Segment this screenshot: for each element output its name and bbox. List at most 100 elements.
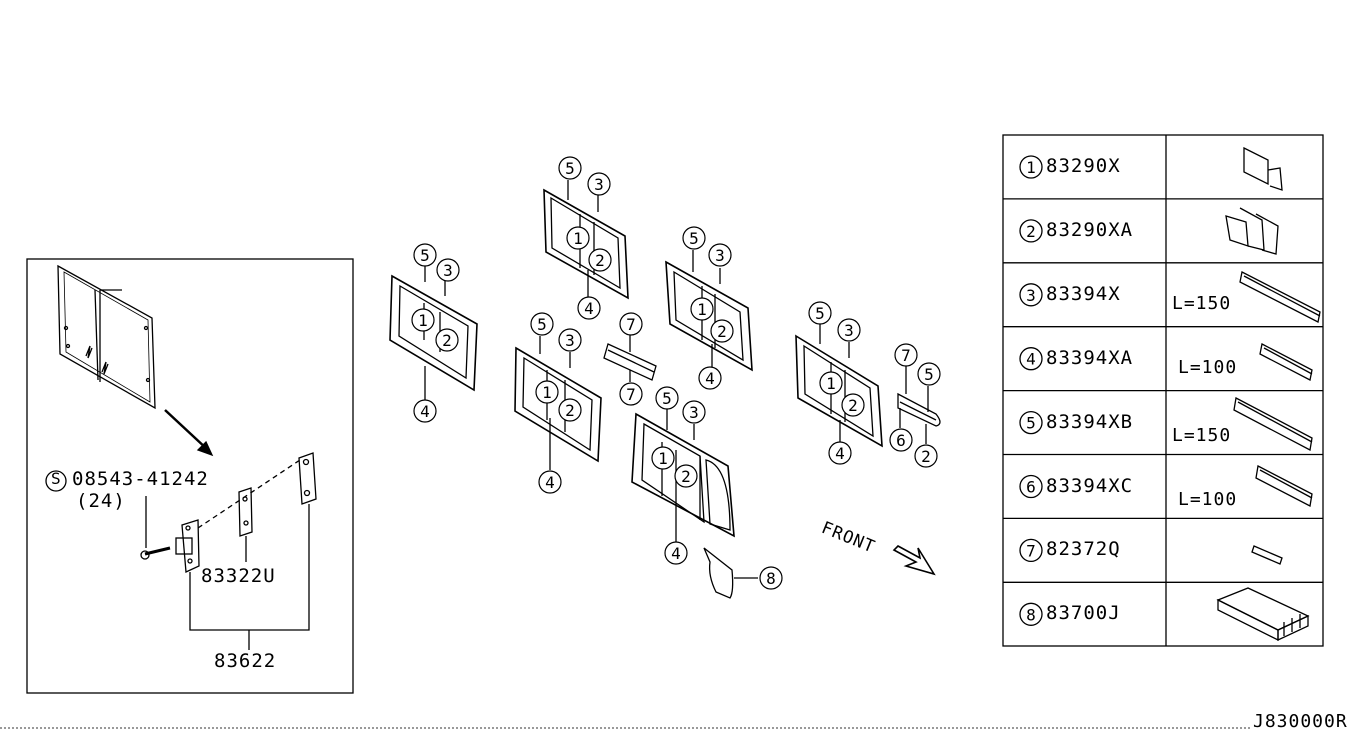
callout-number[interactable]: 1 [697, 300, 707, 319]
callout-number[interactable]: 2 [595, 251, 605, 270]
callout-number[interactable]: 4 [835, 444, 845, 463]
callout-number[interactable]: 7 [901, 346, 911, 365]
callout-circle [819, 371, 843, 395]
right-plate [298, 452, 317, 505]
callout-circle [411, 308, 435, 332]
legend-number-circle [1019, 538, 1043, 563]
callout-number[interactable]: 3 [715, 246, 725, 265]
callout-number[interactable]: 7 [626, 315, 636, 334]
legend-number: 4 [1026, 350, 1036, 369]
callout-number[interactable]: 5 [924, 365, 934, 384]
legend-part-number[interactable]: 82372Q [1046, 538, 1121, 561]
callout-circle [538, 470, 562, 494]
corner-piece-8 [703, 547, 758, 599]
callout-number[interactable]: 8 [766, 569, 776, 588]
callout-number[interactable]: 4 [705, 369, 715, 388]
callout-number[interactable]: 4 [545, 473, 555, 492]
legend-number-circle [1019, 219, 1043, 243]
callout-circle [558, 156, 582, 180]
seal-assembly-c [514, 336, 602, 470]
callout-circle [889, 428, 913, 452]
callout-circle [413, 243, 437, 267]
icon-83290X [1243, 146, 1283, 191]
callout-circle [413, 399, 437, 423]
callout-circle [577, 296, 601, 320]
callout-number[interactable]: 7 [626, 385, 636, 404]
callout-circle [841, 393, 865, 417]
callout-number[interactable]: 2 [848, 396, 858, 415]
callout-number[interactable]: 1 [658, 449, 668, 468]
callout-number[interactable]: 3 [565, 331, 575, 350]
callout-number[interactable]: 2 [681, 467, 691, 486]
callout-number[interactable]: 1 [573, 229, 583, 248]
callout-number[interactable]: 1 [826, 374, 836, 393]
callout-number[interactable]: 5 [537, 315, 547, 334]
legend-length: L=150 [1172, 292, 1232, 314]
icon-83700J [1216, 587, 1310, 642]
callout-number[interactable]: 5 [689, 229, 699, 248]
callout-circle [558, 398, 582, 422]
legend-number: 2 [1026, 222, 1036, 241]
icon-83394XC [1255, 465, 1313, 507]
callout-circle [587, 172, 611, 196]
callout-circle [619, 312, 643, 336]
callout-number[interactable]: 2 [442, 331, 452, 350]
callout-circle [651, 446, 675, 470]
legend-number-circle [1019, 474, 1043, 499]
legend-part-number[interactable]: 83290X [1046, 155, 1121, 177]
assembly-dashed-line [197, 459, 301, 529]
callout-number[interactable]: 3 [689, 403, 699, 422]
legend-part-number[interactable]: 83394XC [1046, 474, 1134, 497]
callout-number[interactable]: 4 [584, 299, 594, 318]
callout-number[interactable]: 5 [420, 246, 430, 265]
legend-part-number[interactable]: 83290XA [1046, 218, 1134, 241]
callout-circle [664, 541, 688, 565]
callout-number[interactable]: 3 [844, 321, 854, 340]
screw-symbol-circle [45, 470, 67, 492]
icon-83394XB [1233, 397, 1313, 451]
callout-number[interactable]: 5 [662, 389, 672, 408]
legend-length: L=150 [1172, 424, 1232, 446]
icon-83394XA [1259, 343, 1313, 381]
callout-number[interactable]: 3 [443, 261, 453, 280]
legend-number: 1 [1026, 158, 1036, 177]
clip-part-number[interactable]: 83322U [201, 565, 276, 587]
callout-circle [674, 464, 698, 488]
screw-quantity: (24) [76, 490, 126, 512]
seal-assembly-a [389, 266, 478, 400]
screw-part-number[interactable]: 08543-41242 [72, 468, 209, 490]
legend-number-circle [1019, 347, 1043, 371]
callout-circle [682, 400, 706, 424]
legend-part-number[interactable]: 83700J [1046, 602, 1121, 625]
legend-number: 5 [1026, 414, 1036, 433]
callout-number[interactable]: 4 [671, 544, 681, 563]
callout-circle [837, 318, 861, 342]
callout-number[interactable]: 6 [896, 431, 906, 450]
callout-number[interactable]: 4 [420, 402, 430, 421]
callout-circle [588, 248, 612, 272]
legend-number-circle [1019, 283, 1043, 307]
callout-number[interactable]: 2 [921, 447, 931, 466]
screw-icon [140, 546, 171, 560]
callout-number[interactable]: 2 [717, 322, 727, 341]
callout-circle [435, 328, 459, 352]
trim-strip-6 [897, 366, 941, 444]
legend-part-number[interactable]: 83394XA [1046, 346, 1134, 369]
callout-number[interactable]: 1 [418, 311, 428, 330]
callout-circle [566, 226, 590, 250]
group-part-number[interactable]: 83622 [214, 650, 277, 672]
callout-number[interactable]: 3 [594, 175, 604, 194]
legend-part-number[interactable]: 83394XB [1046, 410, 1134, 433]
trim-strip-7 [603, 334, 657, 382]
callout-number[interactable]: 1 [542, 383, 552, 402]
legend-part-number[interactable]: 83394X [1046, 282, 1121, 305]
callout-number[interactable]: 5 [565, 159, 575, 178]
callout-circle [535, 380, 559, 404]
legend-number: 6 [1026, 478, 1036, 497]
callout-number[interactable]: 5 [815, 304, 825, 323]
legend-number-circle [1019, 410, 1043, 435]
callout-number[interactable]: 2 [565, 401, 575, 420]
callout-circle [914, 444, 938, 468]
